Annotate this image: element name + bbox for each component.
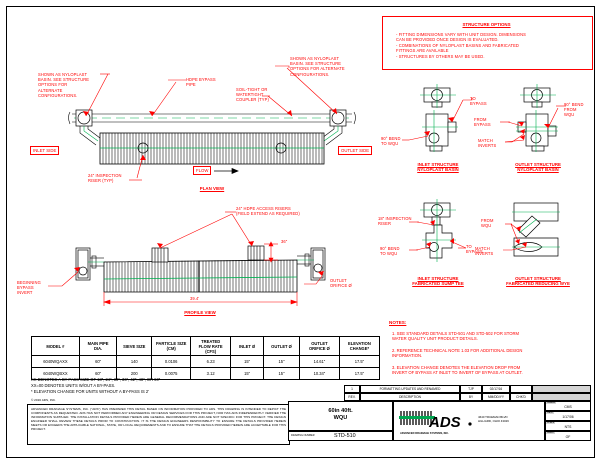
revision-header-chkd: CHK'D <box>510 393 532 401</box>
revision-cell-spacer <box>532 385 591 393</box>
plan-nyloplast-left-label: SHOWN AS NYLOPLAST BASIN. SEE STRUCTURE … <box>38 72 90 98</box>
profile-outlet-orifice-label: OUTLET ORIFICE Ø <box>330 278 352 289</box>
field-drawn-value: CMS <box>564 404 572 409</box>
svg-text:ADS: ADS <box>428 414 461 431</box>
outlet-wye-callout-fromwqu: FROM WQU <box>481 218 494 229</box>
specification-table: MODEL # MAIN PIPE DIA. SIEVE SIZE PARTIC… <box>31 336 381 380</box>
inlet-nyloplast-caption: INLET STRUCTURE NYLOPLAST BASIN <box>417 162 459 173</box>
outlet-wye-caption: OUTLET STRUCTURE FABRICATED REDUCING WYE <box>506 276 570 287</box>
table-row: 6040WQAXX 60" 140 0.0106 6.23 15" 15" 14… <box>31 355 381 368</box>
denote-line-0: XX DENOTES A BY-PASS SIZE OF 18", 24", 3… <box>31 377 161 382</box>
field-date-value: 1/17/06 <box>562 414 574 419</box>
denote-line-2: * ELEVATION CHANGE FOR UNITS WITHOUT A B… <box>31 389 149 394</box>
outlet-nyloplast-callout-bend: 90° BEND FROM WQU <box>564 102 584 118</box>
table-header-cell: ELEVATION CHANGE* <box>338 336 381 356</box>
inlet-nyloplast-callout-bypass: TO BYPASS <box>470 96 487 107</box>
field-sheet-value: OF <box>565 434 571 439</box>
table-cell: 0.0075 <box>151 367 192 380</box>
profile-access-risers-label: 24" HDPE ACCESS RISERS (FIELD EXTEND AS … <box>236 206 300 217</box>
table-cell: 60" <box>78 367 118 380</box>
inlet-sumptee-caption: INLET STRUCTURE FABRICATED SUMP TEE <box>412 276 464 287</box>
revision-header-date: MM/DD/YY <box>482 393 510 401</box>
drawing-title: 60in 40ft. WQU <box>328 408 353 421</box>
revision-cell-rev: 1 <box>344 385 360 393</box>
inlet-sumptee-callout-bend: 90° BEND TO WQU <box>380 246 400 257</box>
revision-row-header: REV. DESCRIPTION BY MM/DD/YY CHK'D <box>344 393 591 401</box>
plan-inlet-side-label: INLET SIDE <box>30 146 60 155</box>
note-item-2: 3. ELEVATION CHANGE DENOTES THE ELEVATIO… <box>392 365 523 376</box>
structure-options-bullet-0: - FITTING DIMENSIONS VARY WITH UNIT DESI… <box>396 32 526 43</box>
revision-cell-description: FORMATTING UPDATES AND RENAMED <box>360 385 460 393</box>
revision-cell-date: 02/17/16 <box>482 385 510 393</box>
drawing-number-label: DRAWING NUMBER <box>291 434 315 437</box>
plan-flow-label: FLOW <box>193 166 212 175</box>
outlet-wye-callout-matchinverts: MATCH INVERTS <box>475 246 494 257</box>
disclaimer-text: ADVANCED DRAINAGE SYSTEMS, INC. ("ADS") … <box>27 404 290 445</box>
plan-inspection-riser-label: 24" INSPECTION RISER (TYP) <box>88 173 122 184</box>
table-row: 6040WQBXX 60" 200 0.0075 3.12 15" 15" 10… <box>31 367 381 380</box>
notes-title: NOTES: <box>389 320 407 325</box>
title-block-title-cell <box>288 401 393 431</box>
field-date-label: DATE <box>546 411 554 414</box>
profile-view-title: PROFILE VIEW <box>184 310 216 315</box>
inlet-sumptee-callout-riser: 18" INSPECTION RISER <box>378 216 412 227</box>
field-drawn <box>545 401 591 411</box>
plan-nyloplast-right-label: SHOWN AS NYLOPLAST BASIN. SEE STRUCTURE … <box>290 56 345 77</box>
copyright-text: © 2016 ADS, INC. <box>31 398 56 402</box>
company-address: 4640 TRUEMAN BLVD HILLIARD, OHIO 43026 <box>478 415 509 423</box>
denote-line-1: XX=00 DENOTES UNITS W/OUT A BY-PASS. <box>31 383 116 388</box>
structure-options-bullet-1: - COMBINATIONS OF NYLOPLAST BASINS AND F… <box>396 43 519 54</box>
plan-hdpe-bypass-pipe-label: HDPE BYPASS PIPE <box>186 77 216 88</box>
table-cell: 15" <box>263 367 301 380</box>
profile-riser-dimension-label: 36" <box>281 239 288 244</box>
field-sheet-label: SHEET <box>546 431 556 434</box>
plan-coupler-label: SOIL-TIGHT OR WATERTIGHT COUPLER (TYP) <box>236 87 269 103</box>
plan-outlet-side-label: OUTLET SIDE <box>338 146 373 155</box>
outlet-nyloplast-caption: OUTLET STRUCTURE NYLOPLAST BASIN <box>515 162 561 173</box>
revision-row-1: 1 FORMATTING UPDATES AND RENAMED TJP 02/… <box>344 385 591 393</box>
structure-options-title: STRUCTURE OPTIONS <box>462 22 511 27</box>
field-scale-label: SCALE <box>546 421 556 424</box>
table-cell: 3.12 <box>190 367 232 380</box>
profile-length-dimension-label: 39.4' <box>190 296 200 301</box>
table-header-cell: PARTICLE SIZE (CM) <box>151 336 192 356</box>
note-item-0: 1. SEE STANDARD DETAILS STD-501 AND STD-… <box>392 331 520 342</box>
structure-options-box <box>382 16 593 70</box>
table-cell: 17.5" <box>338 367 381 380</box>
revision-header-description: DESCRIPTION <box>360 393 460 401</box>
field-scale-value: NTS <box>564 424 572 429</box>
drawing-number-value: STD-510 <box>334 433 356 439</box>
outlet-nyloplast-callout-frombypass: FROM BYPASS <box>474 117 491 128</box>
revision-cell-chkd <box>510 385 532 393</box>
plan-view-title: PLAN VIEW <box>199 186 225 191</box>
profile-beginning-bypass-invert-label: BEGINNING BYPASS INVERT <box>17 280 41 296</box>
revision-header-spacer <box>532 393 591 401</box>
table-header-cell: TREATED FLOW RATE (CFS) <box>190 336 232 356</box>
field-date <box>545 411 591 421</box>
field-drawn-label: DRAWN <box>546 401 557 404</box>
structure-options-bullet-2: - STRUCTURES BY OTHERS MAY BE USED. <box>396 54 485 59</box>
inlet-nyloplast-callout-bend: 90° BEND TO WQU <box>381 136 401 147</box>
outlet-nyloplast-callout-matchinverts: MATCH INVERTS <box>478 138 497 149</box>
company-name: ADVANCED DRAINAGE SYSTEMS, INC. <box>400 432 449 435</box>
revision-header-by: BY <box>460 393 482 401</box>
revision-cell-by: TJP <box>460 385 482 393</box>
field-sheet <box>545 431 591 441</box>
inlet-sumptee-callout-bypass: TO BYPASS <box>466 244 483 255</box>
field-scale <box>545 421 591 431</box>
sheet-border <box>6 6 595 458</box>
table-cell: 6040WQBXX <box>31 367 80 380</box>
title-block-number-cell <box>288 431 393 441</box>
table-header-row: MODEL # MAIN PIPE DIA. SIEVE SIZE PARTIC… <box>31 336 381 356</box>
note-item-1: 2. REFERENCE TECHNICAL NOTE 1.03 FOR ADD… <box>392 348 523 359</box>
revision-header-rev: REV. <box>344 393 360 401</box>
